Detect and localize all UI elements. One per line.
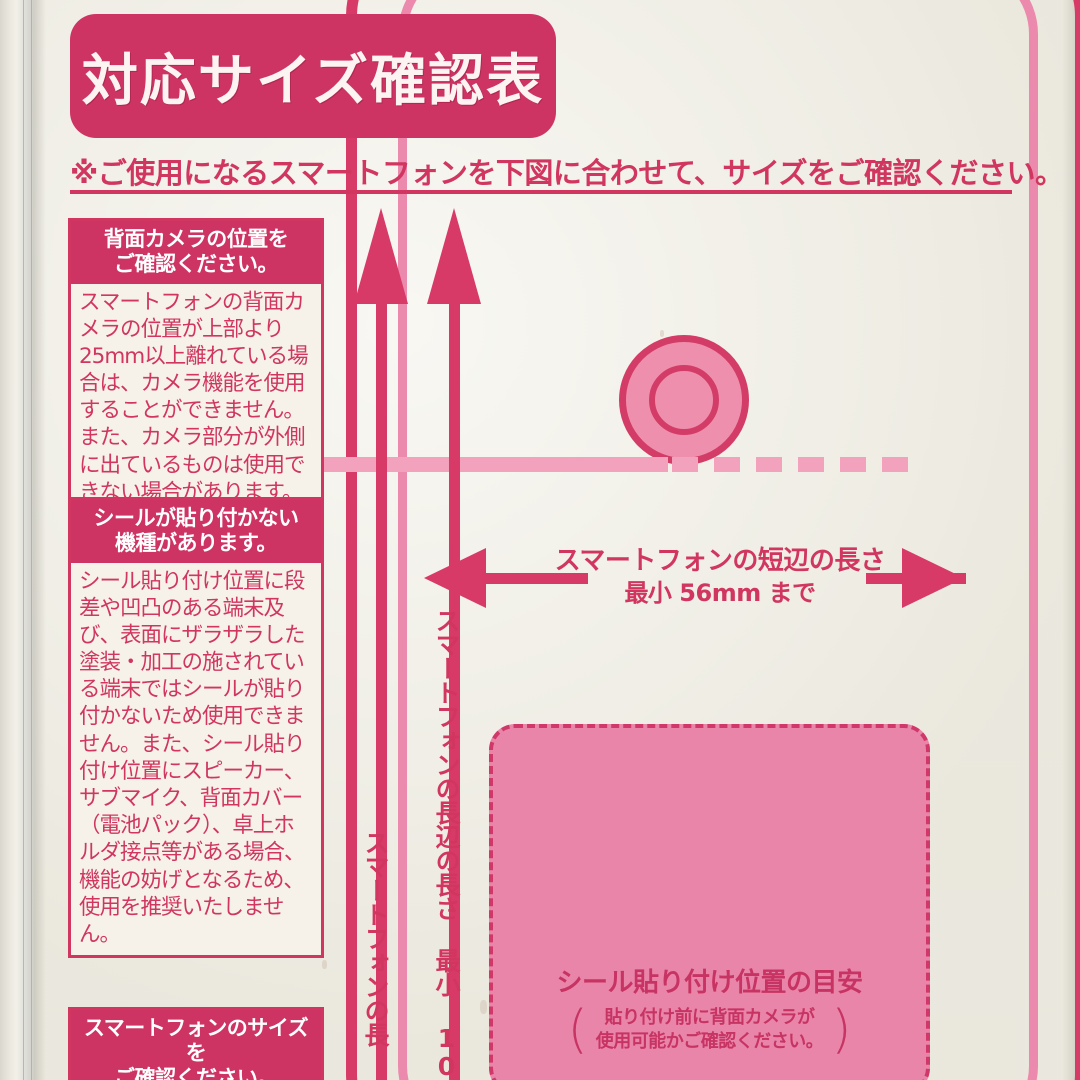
paper-blemish [660, 330, 664, 337]
infobox-camera-position-body: スマートフォンの背面カメラの位置が上部より25mm以上離れている場合は、カメラ機… [79, 289, 309, 505]
sticker-placement-guide: シール貼り付け位置の目安 ( 貼り付け前に背面カメラが 使用可能かご確認ください… [489, 724, 930, 1080]
header-line-1: 背面カメラの位置を [103, 227, 289, 251]
camera-distance-guide-dashes [672, 457, 922, 472]
phone-outline-inner [398, 0, 1038, 1080]
long-side-label: スマートフォンの長辺の長さ 最小 108mm [432, 608, 461, 1080]
page-title: 対応サイズ確認表 [81, 48, 545, 114]
edge-crease-line-1 [23, 0, 24, 1080]
title-banner: 対応サイズ確認表 [70, 14, 556, 138]
infobox-seal-compatibility-header: シールが貼り付かない 機種があります。 [71, 500, 321, 563]
infobox-camera-position: 背面カメラの位置を ご確認ください。 スマートフォンの背面カメラの位置が上部より… [68, 218, 324, 517]
paren-close: ) [831, 999, 852, 1060]
note-line-1: 貼り付け前に背面カメラが [604, 1007, 816, 1028]
infobox-seal-compatibility: シールが貼り付かない 機種があります。 シール貼り付け位置に段差や凹凸のある端末… [68, 497, 324, 959]
paren-open: ( [567, 999, 588, 1060]
long-side-label-secondary: スマートフォンの長 [361, 830, 390, 1046]
short-side-measure-line-left [468, 573, 588, 584]
long-side-measure-line-outer [376, 245, 387, 1080]
paper-blemish [480, 1000, 487, 1014]
header-line-1: スマートフォンのサイズを [83, 1016, 309, 1065]
infobox-seal-compatibility-body: シール貼り付け位置に段差や凹凸のある端末及び、表面にザラザラした塗装・加工の施さ… [79, 568, 306, 947]
sticker-guide-title: シール貼り付け位置の目安 [556, 968, 863, 998]
edge-shadow [34, 0, 46, 1080]
long-side-measure-line-inner [449, 245, 460, 1080]
arrow-right-icon [902, 548, 964, 608]
infobox-phone-size: スマートフォンのサイズを ご確認ください。 [68, 1007, 324, 1080]
camera-lens-inner-ring [649, 365, 719, 435]
infobox-camera-position-header: 背面カメラの位置を ご確認ください。 [71, 221, 321, 284]
header-line-1: シールが貼り付かない [93, 506, 300, 530]
sticker-guide-note-group: ( 貼り付け前に背面カメラが 使用可能かご確認ください。 ) [493, 999, 926, 1060]
paper-blemish [322, 960, 327, 969]
header-line-2: ご確認ください。 [114, 1065, 279, 1080]
note-line-2: 使用可能かご確認ください。 [595, 1031, 824, 1053]
short-side-label: スマートフォンの短辺の長さ [554, 546, 886, 576]
sticker-guide-note: 貼り付け前に背面カメラが 使用可能かご確認ください。 [596, 1006, 824, 1055]
phone-outline-outer [346, 0, 1080, 1080]
edge-crease-line-2 [31, 0, 32, 1080]
infobox-phone-size-header: スマートフォンのサイズを ご確認ください。 [71, 1010, 321, 1080]
header-line-2: 機種があります。 [115, 530, 277, 555]
short-side-value: 最小 56mm まで [624, 579, 816, 608]
subtitle-underline [70, 190, 1012, 194]
package-left-edge [0, 0, 34, 1080]
subtitle-text: ※ご使用になるスマートフォンを下図に合わせて、サイズをご確認ください。 [70, 156, 1064, 190]
header-line-2: ご確認ください。 [114, 251, 279, 276]
camera-lens-icon [619, 335, 749, 465]
short-side-label-group: スマートフォンの短辺の長さ 最小 56mm まで [520, 544, 920, 610]
